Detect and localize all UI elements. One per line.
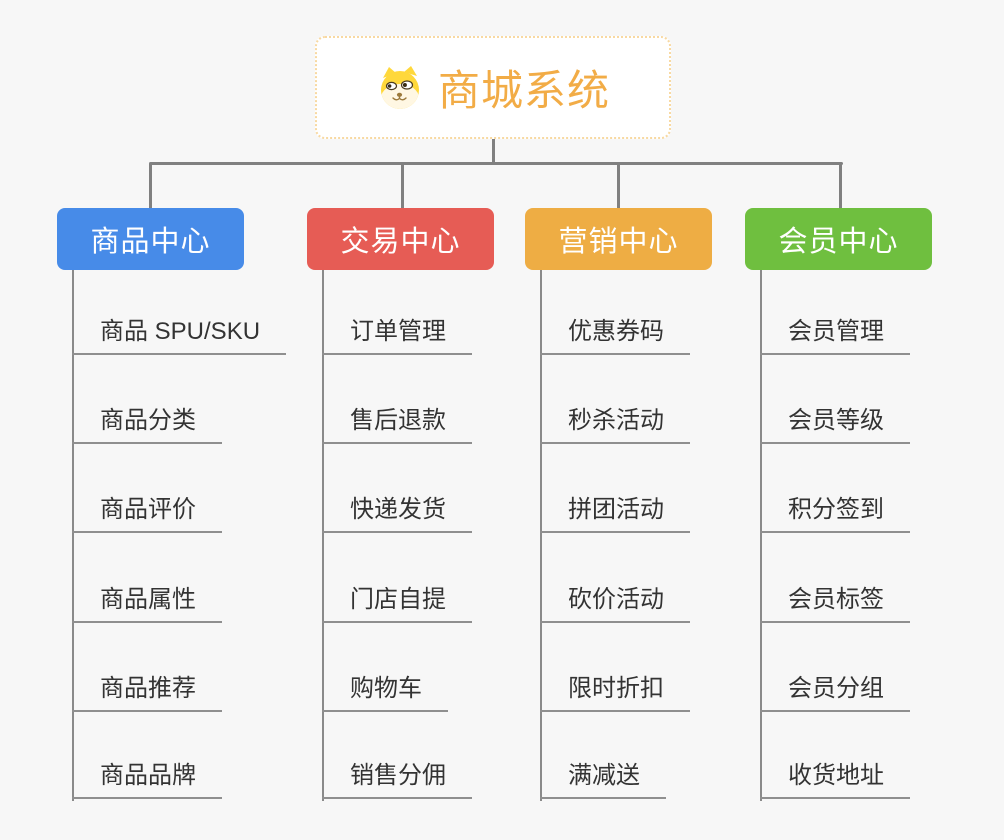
branch-node-product-center[interactable]: 商品中心 [57,208,244,270]
branch-node-trade-center[interactable]: 交易中心 [307,208,494,270]
leaf-item[interactable]: 商品分类 [72,406,222,444]
connector-root-stem [492,139,495,164]
connector-drop-marketing [617,164,620,209]
connector-drop-trade [401,164,404,209]
leaf-item[interactable]: 砍价活动 [540,585,690,623]
leaf-item[interactable]: 购物车 [322,674,448,712]
leaf-item[interactable]: 商品 SPU/SKU [72,317,287,355]
leaf-item[interactable]: 快递发货 [322,495,472,533]
branch-label: 商品中心 [90,226,211,258]
branch-column-marketing: 营销中心 优惠券码 秒杀活动 拼团活动 砍价活动 限时折扣 满减送 [525,208,735,840]
branch-trunk-line [760,270,762,801]
leaf-item[interactable]: 商品推荐 [72,674,222,712]
leaf-item[interactable]: 会员管理 [760,317,910,355]
leaf-item[interactable]: 限时折扣 [540,674,690,712]
leaf-item[interactable]: 订单管理 [322,317,472,355]
connector-drop-member [839,164,842,209]
leaf-item[interactable]: 满减送 [540,761,666,799]
leaf-item[interactable]: 会员分组 [760,674,910,712]
connector-drop-product [149,164,152,209]
leaf-item[interactable]: 门店自提 [322,585,472,623]
leaf-item[interactable]: 会员等级 [760,406,910,444]
leaf-item[interactable]: 售后退款 [322,406,472,444]
leaf-item[interactable]: 秒杀活动 [540,406,690,444]
branch-column-product: 商品中心 商品 SPU/SKU 商品分类 商品评价 商品属性 商品推荐 商品品牌 [57,208,287,840]
leaf-item[interactable]: 商品品牌 [72,761,222,799]
root-node[interactable]: 商城系统 [315,36,671,139]
root-title: 商城系统 [437,67,610,114]
branch-label: 营销中心 [558,226,679,258]
branch-node-marketing-center[interactable]: 营销中心 [525,208,712,270]
doge-icon [376,65,424,110]
leaf-item[interactable]: 收货地址 [760,761,910,799]
branch-trunk-line [322,270,324,801]
branch-node-member-center[interactable]: 会员中心 [745,208,932,270]
branch-trunk-line [540,270,542,801]
leaf-item[interactable]: 商品属性 [72,585,222,623]
leaf-item[interactable]: 积分签到 [760,495,910,533]
branch-column-member: 会员中心 会员管理 会员等级 积分签到 会员标签 会员分组 收货地址 [745,208,955,840]
branch-trunk-line [72,270,74,801]
leaf-item[interactable]: 优惠券码 [540,317,690,355]
branch-label: 交易中心 [340,226,461,258]
leaf-item[interactable]: 拼团活动 [540,495,690,533]
branch-label: 会员中心 [778,226,899,258]
leaf-item[interactable]: 销售分佣 [322,761,472,799]
branch-column-trade: 交易中心 订单管理 售后退款 快递发货 门店自提 购物车 销售分佣 [307,208,517,840]
leaf-item[interactable]: 会员标签 [760,585,910,623]
leaf-item[interactable]: 商品评价 [72,495,222,533]
connector-bus-line [149,162,843,165]
